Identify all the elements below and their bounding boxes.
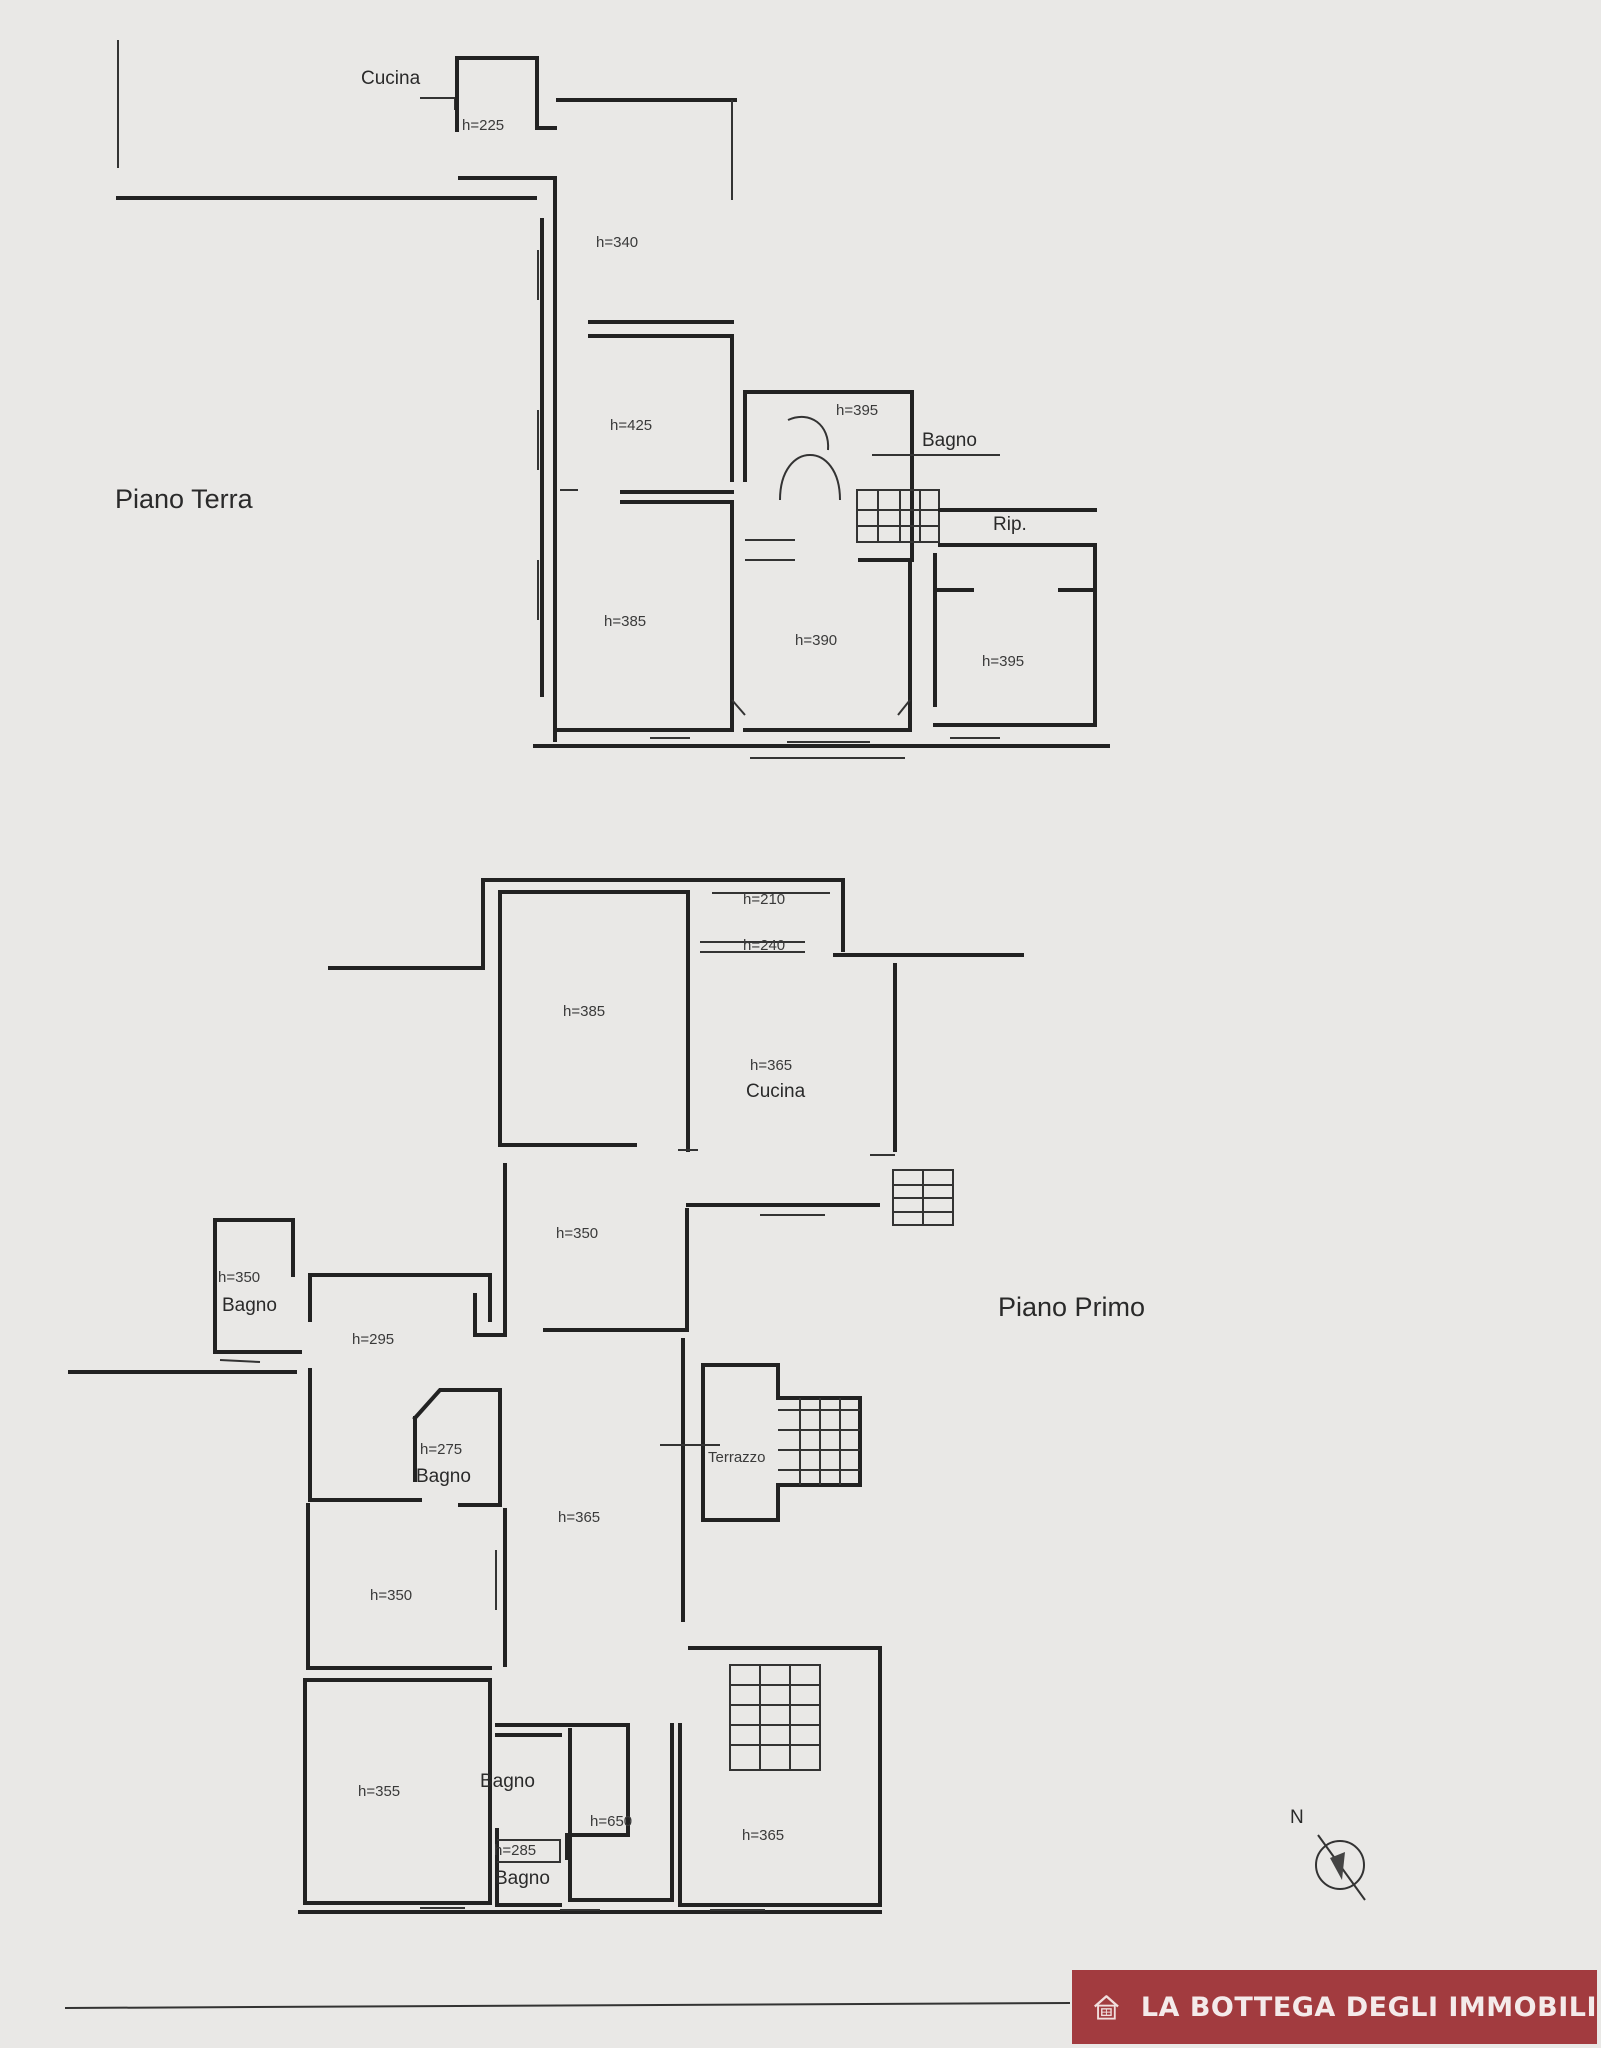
height-big-room: h=385 bbox=[563, 1003, 605, 1020]
height-room-e: h=395 bbox=[982, 653, 1024, 670]
wall bbox=[701, 1363, 862, 1522]
room-label-bagno-bottom-a: Bagno bbox=[480, 1771, 535, 1792]
ground-floor-title: Piano Terra bbox=[115, 484, 254, 514]
height-room-b: h=425 bbox=[610, 417, 652, 434]
height-room-bottom-left: h=355 bbox=[358, 1783, 400, 1800]
wall bbox=[308, 1273, 492, 1322]
height-hall-lower: h=365 bbox=[558, 1509, 600, 1526]
wall bbox=[306, 1503, 492, 1670]
staircase bbox=[892, 1169, 954, 1226]
wall bbox=[568, 1723, 674, 1902]
wall bbox=[678, 1648, 882, 1907]
wall bbox=[303, 1678, 492, 1905]
height-bagno-bottom: h=285 bbox=[494, 1842, 536, 1859]
wall bbox=[473, 1163, 507, 1337]
room-label-terrazzo: Terrazzo bbox=[708, 1449, 766, 1466]
wall bbox=[743, 390, 914, 562]
wall bbox=[455, 56, 557, 130]
brand-name: LA BOTTEGA DEGLI IMMOBILI bbox=[1140, 1991, 1597, 2023]
height-top-a: h=210 bbox=[743, 891, 785, 908]
page-rule bbox=[64, 2002, 1071, 2009]
first-floor-title: Piano Primo bbox=[998, 1292, 1145, 1322]
height-cucina: h=225 bbox=[462, 117, 504, 134]
room-label-bagno-mid: Bagno bbox=[416, 1466, 471, 1487]
height-room-lower-left: h=350 bbox=[370, 1587, 412, 1604]
height-cucina: h=365 bbox=[750, 1057, 792, 1074]
compass-label: N bbox=[1290, 1807, 1304, 1828]
wall bbox=[620, 490, 734, 504]
house-logo-icon bbox=[1094, 1995, 1119, 2020]
wall bbox=[308, 1273, 422, 1502]
wall bbox=[933, 553, 1097, 707]
wall bbox=[219, 1359, 261, 1363]
room-label-cucina: Cucina bbox=[361, 68, 421, 89]
wall bbox=[700, 892, 830, 953]
wall bbox=[495, 1828, 569, 1907]
room-label-cucina: Cucina bbox=[746, 1081, 806, 1102]
height-room-a: h=340 bbox=[596, 234, 638, 251]
wall bbox=[938, 508, 1097, 547]
wall bbox=[731, 699, 911, 716]
wall bbox=[779, 454, 841, 501]
wall bbox=[420, 1907, 765, 1911]
height-room-c: h=385 bbox=[604, 613, 646, 630]
wall bbox=[498, 890, 690, 1152]
wall bbox=[858, 558, 912, 732]
brand-banner: LA BOTTEGA DEGLI IMMOBILI bbox=[1072, 1970, 1597, 2044]
height-hall-upper: h=350 bbox=[556, 1225, 598, 1242]
height-bagno: h=395 bbox=[836, 402, 878, 419]
height-room-left: h=295 bbox=[352, 1331, 394, 1348]
room-label-bagno-bottom-b: Bagno bbox=[495, 1868, 550, 1889]
room-label-bagno: Bagno bbox=[922, 430, 977, 451]
wall bbox=[787, 415, 830, 451]
wall bbox=[537, 250, 578, 620]
wall bbox=[420, 97, 456, 110]
height-room-d: h=390 bbox=[795, 632, 837, 649]
wall bbox=[745, 539, 795, 561]
wall bbox=[412, 1388, 502, 1507]
height-room-bottom-mid: h=650 bbox=[590, 1813, 632, 1830]
wall bbox=[481, 878, 845, 952]
staircase bbox=[778, 1398, 860, 1485]
ground-floor-plan bbox=[116, 40, 1110, 759]
wall bbox=[213, 1218, 302, 1354]
wall bbox=[495, 1723, 630, 1837]
height-bagno-left: h=350 bbox=[218, 1269, 260, 1286]
wall bbox=[650, 737, 1000, 759]
height-bagno-mid: h=275 bbox=[420, 1441, 462, 1458]
height-room-bottom-right: h=365 bbox=[742, 1827, 784, 1844]
room-label-bagno-left: Bagno bbox=[222, 1295, 277, 1316]
north-compass-icon: N bbox=[1290, 1807, 1366, 1901]
height-top-b: h=240 bbox=[743, 937, 785, 954]
wall bbox=[588, 320, 734, 338]
staircase bbox=[729, 1664, 821, 1771]
first-floor-plan bbox=[68, 878, 1024, 1914]
wall bbox=[497, 1839, 561, 1863]
wall bbox=[760, 1154, 895, 1216]
staircase bbox=[856, 489, 940, 543]
room-label-rip: Rip. bbox=[993, 514, 1027, 535]
